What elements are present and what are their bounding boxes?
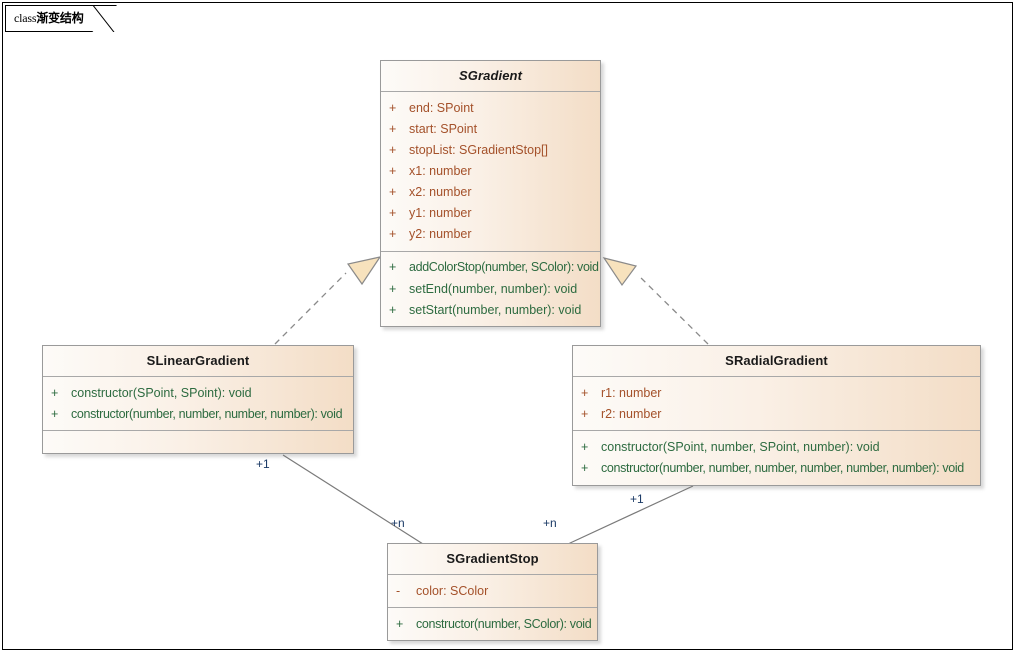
attribute-row: + start: SPoint (381, 118, 600, 139)
attribute-signature: end: SPoint (409, 100, 474, 115)
method-row: + setEnd(number, number): void (381, 278, 600, 299)
uml-diagram-frame: class渐变结构 +1 +n +1 +n SGradient + (2, 2, 1013, 650)
method-row: + setStart(number, number): void (381, 299, 600, 320)
attribute-signature: start: SPoint (409, 121, 478, 136)
attribute-row: + y2: number (381, 224, 600, 245)
visibility-marker: + (581, 460, 589, 475)
hollow-triangle-arrowhead-radial (602, 257, 638, 287)
method-signature: constructor(number, SColor): void (416, 616, 592, 631)
uml-class-sgradient[interactable]: SGradient + end: SPoint + start: SPoint … (380, 60, 601, 328)
visibility-marker: + (389, 121, 397, 136)
methods-compartment-sradialgradient: + constructor(SPoint, number, SPoint, nu… (573, 431, 980, 484)
attribute-signature: x1: number (409, 163, 472, 178)
attribute-row: + y1: number (381, 203, 600, 224)
visibility-marker: + (51, 385, 59, 400)
class-name-sradialgradient: SRadialGradient (573, 346, 980, 377)
visibility-marker: + (51, 406, 59, 421)
attribute-row: + r1: number (573, 382, 980, 403)
method-signature: setStart(number, number): void (409, 302, 582, 317)
method-row: + constructor(number, number, number, nu… (43, 403, 353, 424)
method-signature: addColorStop(number, SColor): void (409, 260, 599, 275)
visibility-marker: + (581, 385, 589, 400)
visibility-marker: + (581, 406, 589, 421)
method-signature: setEnd(number, number): void (409, 281, 578, 296)
diagram-frame-tab: class渐变结构 (5, 5, 117, 32)
realization-line-radial (637, 274, 709, 345)
visibility-marker: + (389, 281, 397, 296)
relationship-linear-realizes-gradient (274, 256, 382, 345)
attribute-signature: r2: number (601, 406, 662, 421)
attribute-signature: r1: number (601, 385, 662, 400)
realization-line-linear (274, 272, 347, 345)
methods-compartment-sgradientstop: + constructor(number, SColor): void (388, 608, 597, 640)
method-signature: constructor(number, number, number, numb… (601, 460, 964, 475)
attribute-row: + end: SPoint (381, 97, 600, 118)
attribute-row: - color: SColor (388, 580, 597, 601)
attribute-signature: color: SColor (416, 583, 489, 598)
relationship-linear-has-stops (282, 454, 424, 545)
visibility-marker: + (389, 227, 397, 242)
method-row: + constructor(SPoint, number, SPoint, nu… (573, 436, 980, 457)
attribute-signature: y2: number (409, 227, 472, 242)
diagram-keyword: class (14, 11, 37, 25)
attribute-row: + stopList: SGradientStop[] (381, 139, 600, 160)
multiplicity-radial-one: +1 (630, 492, 644, 506)
uml-class-slineargradient[interactable]: SLinearGradient + constructor(SPoint, SP… (42, 345, 354, 454)
class-name-sgradient: SGradient (381, 61, 600, 92)
attribute-row: + r2: number (573, 403, 980, 424)
association-line-linear-stop (282, 454, 424, 545)
attribute-signature: x2: number (409, 185, 472, 199)
methods-compartment-sgradient: + addColorStop(number, SColor): void + s… (381, 252, 600, 326)
class-name-sgradientstop: SGradientStop (388, 544, 597, 575)
method-signature: constructor(SPoint, SPoint): void (71, 385, 252, 400)
methods-compartment-slineargradient: + constructor(SPoint, SPoint): void + co… (43, 377, 353, 432)
attributes-compartment-sgradient: + end: SPoint + start: SPoint + stopList… (381, 92, 600, 252)
diagram-title: class渐变结构 (14, 9, 84, 26)
attribute-row: + x2: number (381, 182, 600, 203)
visibility-marker: + (389, 100, 397, 115)
attributes-compartment-sgradientstop: - color: SColor (388, 575, 597, 609)
attribute-signature: stopList: SGradientStop[] (409, 142, 548, 157)
multiplicity-radial-many: +n (543, 516, 557, 530)
visibility-marker: + (389, 260, 397, 275)
method-row: + addColorStop(number, SColor): void (381, 257, 600, 278)
visibility-marker: + (389, 185, 397, 199)
attribute-signature: y1: number (409, 206, 472, 221)
visibility-marker: + (389, 142, 397, 157)
multiplicity-linear-one: +1 (256, 457, 270, 471)
relationship-radial-realizes-gradient (602, 257, 709, 345)
visibility-marker: - (396, 583, 401, 598)
uml-class-sradialgradient[interactable]: SRadialGradient + r1: number + r2: numbe… (572, 345, 981, 486)
visibility-marker: + (389, 302, 397, 317)
visibility-marker: + (389, 206, 397, 221)
visibility-marker: + (396, 616, 404, 631)
method-row: + constructor(number, number, number, nu… (573, 457, 980, 478)
attributes-compartment-sradialgradient: + r1: number + r2: number (573, 377, 980, 432)
method-signature: constructor(number, number, number, numb… (71, 406, 343, 421)
attribute-row: + x1: number (381, 160, 600, 181)
method-row: + constructor(number, SColor): void (388, 613, 597, 634)
multiplicity-linear-many: +n (391, 516, 405, 530)
class-name-slineargradient: SLinearGradient (43, 346, 353, 377)
visibility-marker: + (389, 163, 397, 178)
uml-class-sgradientstop[interactable]: SGradientStop - color: SColor + construc… (387, 543, 598, 642)
method-row: + constructor(SPoint, SPoint): void (43, 382, 353, 403)
empty-compartment-slineargradient (43, 431, 353, 453)
visibility-marker: + (581, 439, 589, 454)
frame-tab-diagonal-edge (89, 5, 117, 32)
diagram-name: 渐变结构 (36, 11, 84, 25)
method-signature: constructor(SPoint, number, SPoint, numb… (601, 439, 880, 454)
hollow-triangle-arrowhead-linear (346, 256, 382, 286)
